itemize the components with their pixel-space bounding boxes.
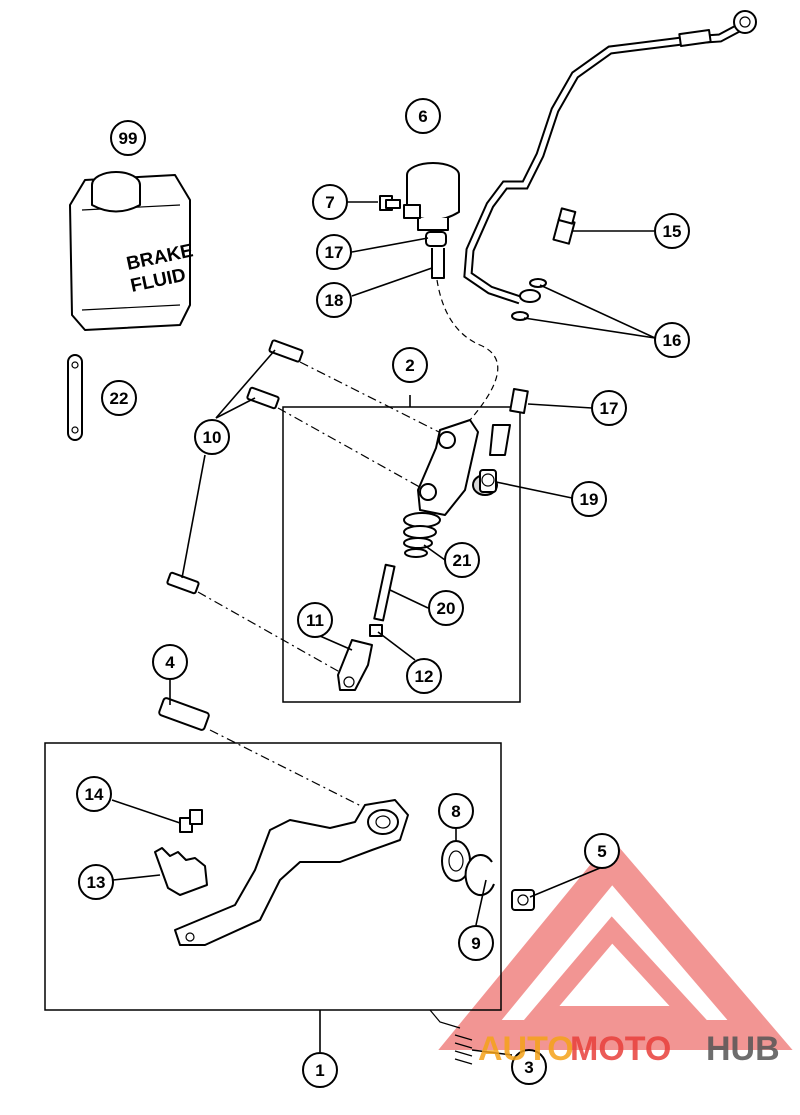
callout-6: 6 [405,98,441,134]
callout-18: 18 [316,282,352,318]
callout-13: 13 [78,864,114,900]
callout-17-lower: 17 [591,390,627,426]
part-22-strap [67,354,83,441]
part-4-bolt [158,697,210,731]
svg-text:19: 19 [580,490,599,509]
callout-15: 15 [654,213,690,249]
part-17-clamp-top [425,231,447,247]
callout-10: 10 [194,419,230,455]
part-6-reservoir [403,162,460,231]
part-13-pedal-tip [154,847,208,896]
brake-fluid-bottle: BRAKE FLUID [69,171,195,331]
svg-text:20: 20 [437,599,456,618]
part-5-nut [511,889,535,911]
reservoir-hose-path [436,279,499,421]
part-18-hose-stub [431,248,445,279]
callout-7: 7 [312,184,348,220]
callout-2: 2 [392,347,428,383]
part-15-screw [552,207,577,245]
svg-text:4: 4 [165,653,175,672]
part-16-washer-a [529,278,547,288]
callout-9: 9 [458,925,494,961]
watermark-text: AUTO MOTO HUB [478,1030,780,1068]
svg-text:9: 9 [471,934,480,953]
brake-line [463,10,757,305]
part-20-pushrod [373,563,396,622]
svg-text:6: 6 [418,107,427,126]
leader-lines [111,201,656,1056]
callout-14: 14 [76,776,112,812]
part-14-screws [179,809,203,833]
part-12-nut [369,624,383,637]
svg-text:11: 11 [306,611,324,630]
callout-17-upper: 17 [316,234,352,270]
svg-text:1: 1 [315,1061,324,1080]
callout-4: 4 [152,644,188,680]
svg-text:7: 7 [325,193,334,212]
svg-text:99: 99 [119,129,138,148]
svg-text:MOTO: MOTO [570,1030,671,1068]
svg-text:HUB: HUB [706,1030,780,1068]
svg-text:14: 14 [85,785,104,804]
svg-text:10: 10 [203,428,222,447]
svg-text:22: 22 [110,389,129,408]
callout-3: 3 [511,1049,547,1085]
svg-text:16: 16 [663,331,682,350]
part-10-bolts [166,339,446,676]
callout-16: 16 [654,322,690,358]
callout-19: 19 [571,481,607,517]
svg-text:15: 15 [663,222,682,241]
part-19-banjo [479,469,497,493]
part-9-circlip [464,854,495,896]
brake-pedal-assembly-box [44,742,502,1011]
part-1-brake-pedal [174,799,409,946]
callout-5: 5 [584,833,620,869]
svg-text:3: 3 [524,1058,533,1077]
svg-text:12: 12 [415,667,434,686]
callout-21: 21 [444,542,480,578]
callout-1: 1 [302,1052,338,1088]
callout-20: 20 [428,590,464,626]
callout-22: 22 [101,380,137,416]
part-7-screw [379,195,401,211]
svg-text:2: 2 [405,356,414,375]
svg-text:5: 5 [597,842,606,861]
pivot-axis [209,729,366,809]
part-3-spring [429,1009,473,1065]
callouts: 1 2 3 4 5 6 7 8 9 10 11 12 13 14 15 16 1… [76,98,690,1088]
master-cylinder-assembly-box [282,406,521,703]
svg-text:8: 8 [451,802,460,821]
part-11-clevis [337,639,373,691]
master-cylinder [417,387,529,516]
callout-99: 99 [110,120,146,156]
svg-text:18: 18 [325,291,344,310]
svg-text:21: 21 [453,551,472,570]
callout-11: 11 [297,602,333,638]
svg-text:13: 13 [87,873,106,892]
callout-8: 8 [438,793,474,829]
svg-text:AUTO: AUTO [478,1030,574,1068]
callout-12: 12 [406,658,442,694]
svg-text:17: 17 [600,399,619,418]
part-21-boot [403,512,441,558]
svg-text:17: 17 [325,243,344,262]
watermark-logo [438,838,793,1050]
